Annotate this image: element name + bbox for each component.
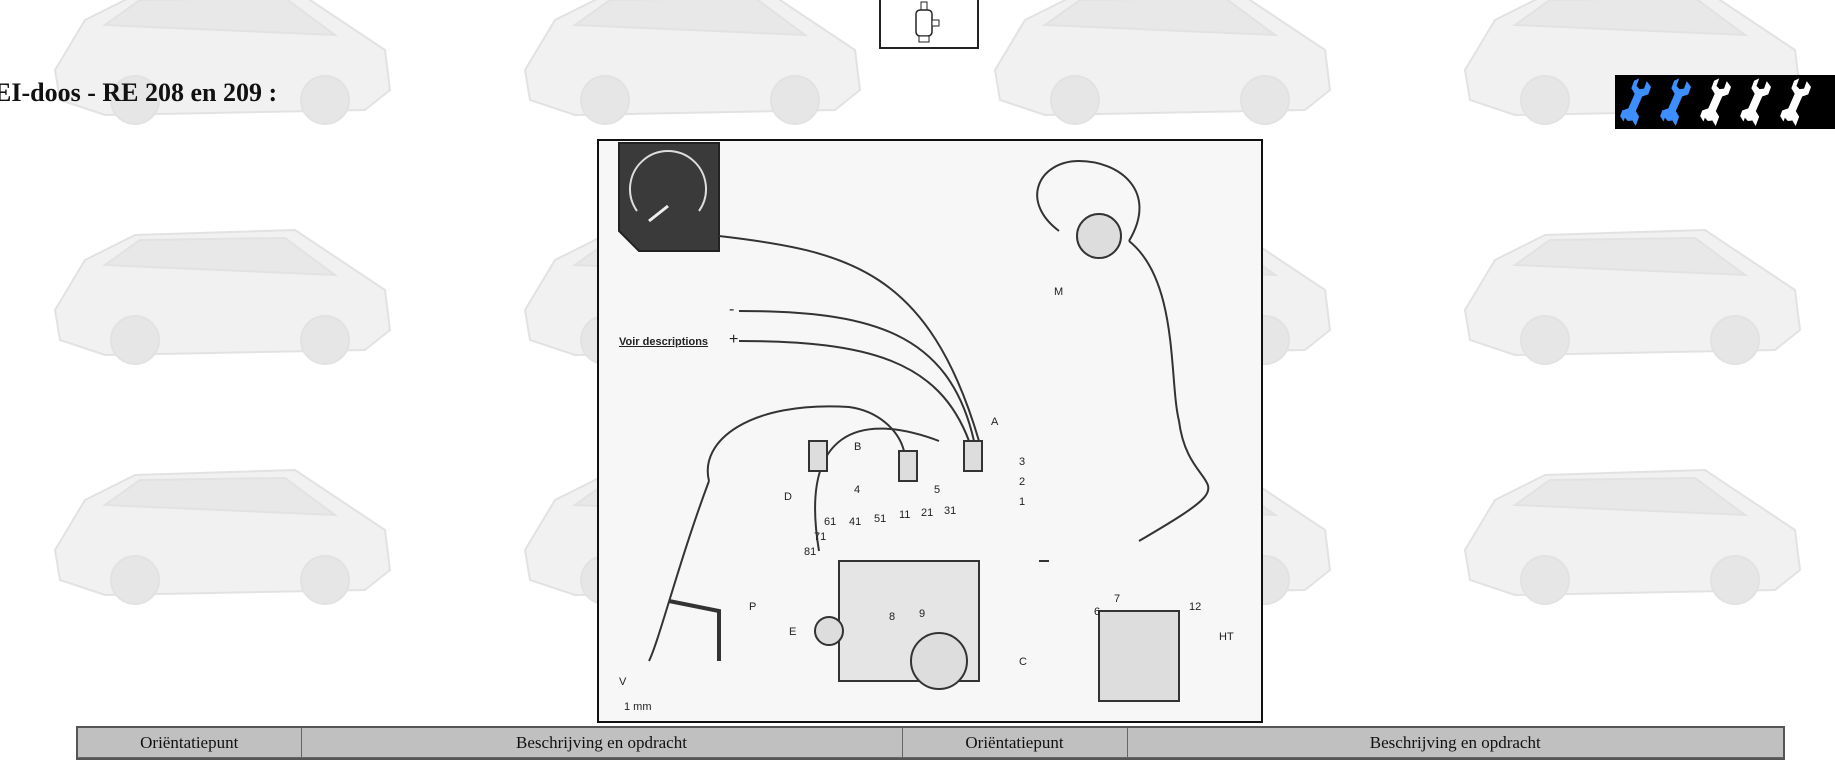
diagram-label: 1 mm <box>624 701 652 713</box>
diagram-label: Voir descriptions <box>619 336 709 348</box>
wrench-icon-filled <box>1660 78 1692 127</box>
column-header: Beschrijving en opdracht <box>300 726 903 758</box>
diagram-label: 6 <box>1094 606 1101 618</box>
wrench-icon-empty <box>1700 78 1732 127</box>
diagram-label: 11 <box>899 509 911 521</box>
diagram-label: V <box>619 676 627 688</box>
diagram-label: D <box>784 491 792 503</box>
diagram-label: 8 <box>889 611 896 623</box>
diagram-label: A <box>991 416 999 428</box>
diagram-label: 4 <box>854 484 861 496</box>
diagram-label: M <box>1054 286 1064 298</box>
difficulty-rating <box>1615 75 1835 129</box>
diagram-label: 9 <box>919 608 926 620</box>
column-header: Beschrijving en opdracht <box>1126 726 1785 758</box>
diagram-label: 81 <box>804 546 817 558</box>
diagram-label: 2 <box>1019 476 1026 488</box>
diagram-label: 5 <box>934 484 941 496</box>
wrench-icon-filled <box>1620 78 1652 127</box>
diagram-label: B <box>854 441 862 453</box>
reference-table: Oriëntatiepunt Beschrijving en opdracht … <box>76 726 1785 760</box>
diagram-label: P <box>749 601 757 613</box>
diagram-label: E <box>789 626 797 638</box>
diagram-label: C <box>1019 656 1027 668</box>
diagram-label: 51 <box>874 513 887 525</box>
column-header: Oriëntatiepunt <box>901 726 1128 758</box>
wrench-icon-empty <box>1740 78 1772 127</box>
table-header-row: Oriëntatiepunt Beschrijving en opdracht … <box>76 726 1785 758</box>
diagram-label: 7 <box>1114 593 1121 605</box>
diagram-label: 12 <box>1189 601 1202 613</box>
ignition-coil-icon[interactable] <box>879 0 979 49</box>
diagram-label: 41 <box>849 516 862 528</box>
diagram-label: HT <box>1219 631 1234 643</box>
ei-box-wiring-diagram: Voir descriptions - + A 3 2 1 B 4 5 D 61… <box>597 139 1263 723</box>
diagram-label: 1 <box>1019 496 1026 508</box>
column-header: Oriëntatiepunt <box>76 726 302 758</box>
page-title: EI-doos - RE 208 en 209 : <box>0 78 278 107</box>
diagram-label: - <box>729 301 735 318</box>
diagram-label: + <box>729 331 739 348</box>
diagram-label: 3 <box>1019 456 1026 468</box>
diagram-label: 71 <box>814 531 827 543</box>
diagram-label: 31 <box>944 505 957 517</box>
diagram-label: 61 <box>824 516 837 528</box>
table-row <box>76 757 1785 760</box>
wrench-icon-empty <box>1780 78 1812 127</box>
diagram-label: 21 <box>921 507 934 519</box>
